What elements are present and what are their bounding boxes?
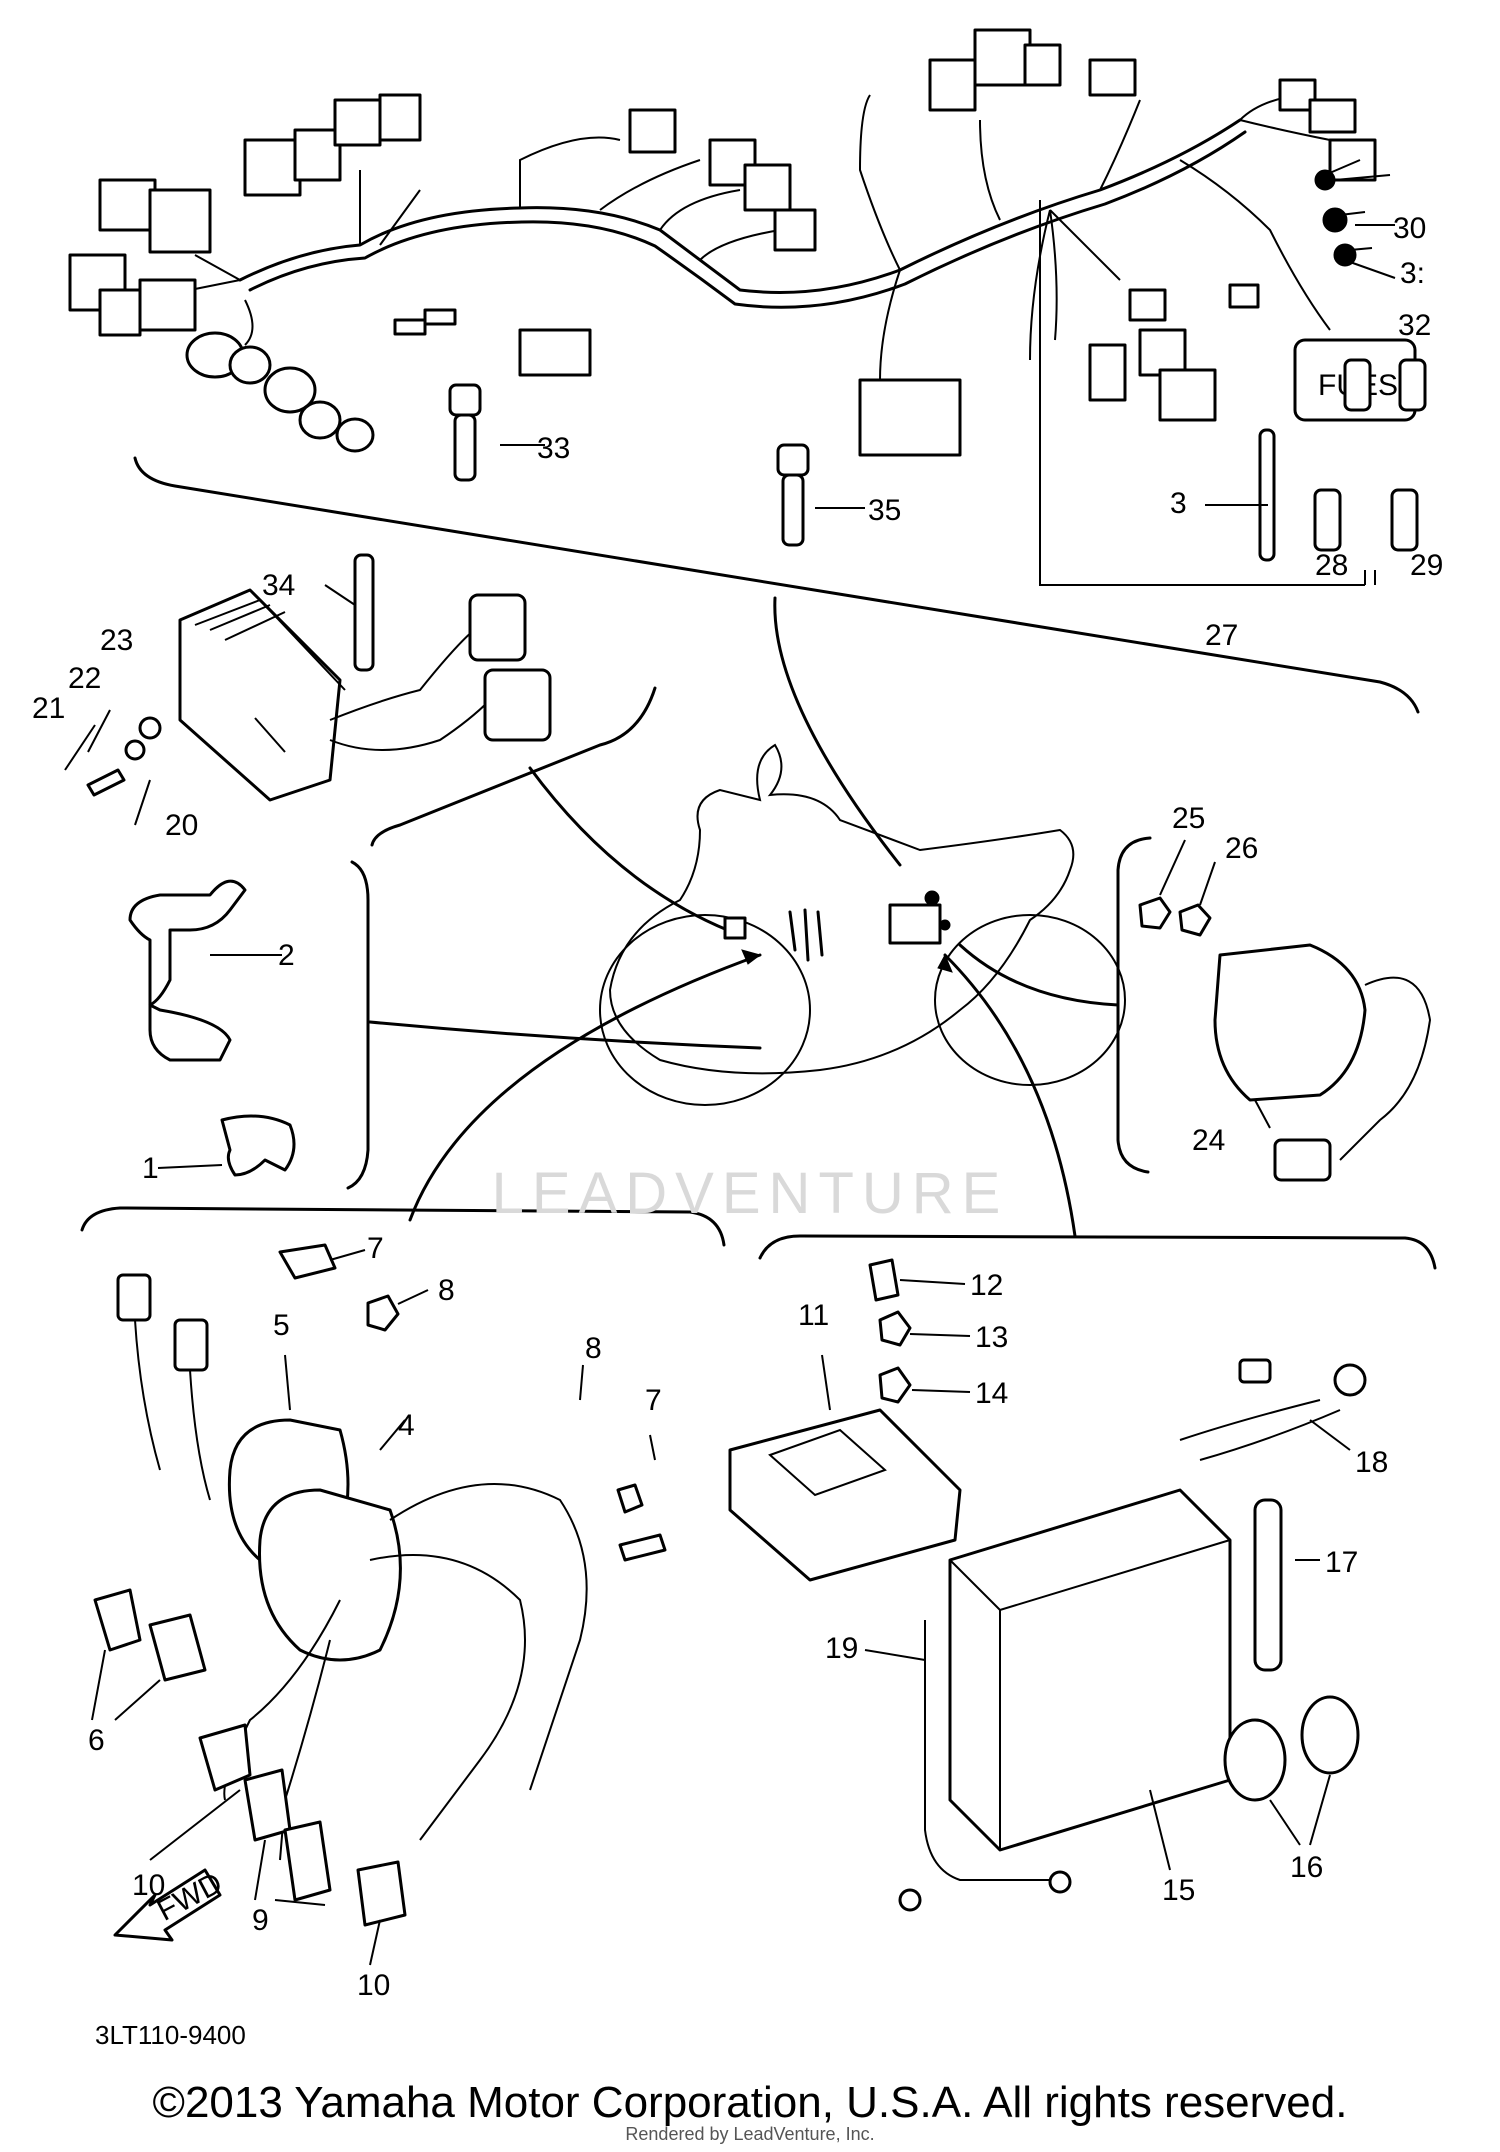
- rectifier-regulator: [86, 553, 552, 802]
- left-parts: [128, 879, 296, 1177]
- callout-28: 28: [1315, 549, 1348, 582]
- left-group-bracket: [346, 860, 370, 1190]
- starter-relay: [1138, 896, 1432, 1182]
- callout-35: 35: [868, 494, 901, 527]
- callout-29: 29: [1410, 549, 1443, 582]
- rendered-by-notice: Rendered by LeadVenture, Inc.: [625, 2124, 875, 2144]
- callout-23: 23: [100, 624, 133, 657]
- callout-32: 32: [1398, 309, 1431, 342]
- callout-10-b: 10: [357, 1969, 390, 2002]
- callout-4: 4: [398, 1409, 415, 1442]
- coil-group-bracket: [80, 1206, 726, 1247]
- callout-7-a: 7: [367, 1232, 384, 1265]
- callout-22: 22: [68, 662, 101, 695]
- right-group-bracket: [1116, 836, 1152, 1174]
- callout-11: 11: [798, 1299, 829, 1332]
- wire-harness: FUES: [68, 28, 1427, 586]
- callout-12: 12: [970, 1269, 1003, 1302]
- callout-33: 33: [537, 432, 570, 465]
- callout-numbers: 1 2 3 4 5 6 7 7 8 8 9 10 10 11 12 13 14 …: [32, 212, 1443, 2002]
- callout-34: 34: [262, 569, 295, 602]
- callout-16: 16: [1290, 1851, 1323, 1884]
- callout-30: 30: [1393, 212, 1426, 245]
- callout-14: 14: [975, 1377, 1008, 1410]
- watermark-text: LEADVENTURE: [491, 1161, 1009, 1226]
- callout-7-b: 7: [645, 1384, 662, 1417]
- harness-group-bracket: [133, 456, 1420, 714]
- callout-9: 9: [252, 1904, 269, 1937]
- callout-18: 18: [1355, 1446, 1388, 1479]
- ignition-coils: [93, 1243, 667, 1927]
- callout-24: 24: [1192, 1124, 1225, 1157]
- callout-21: 21: [32, 692, 65, 725]
- callout-3: 3: [1170, 487, 1187, 520]
- callout-10-a: 10: [132, 1869, 165, 1902]
- callout-27: 27: [1205, 619, 1238, 652]
- callout-8-b: 8: [585, 1332, 602, 1365]
- callout-31: 3:: [1400, 257, 1425, 290]
- callout-17: 17: [1325, 1546, 1358, 1579]
- callout-1: 1: [142, 1152, 159, 1185]
- callout-25: 25: [1172, 802, 1205, 835]
- rectifier-group-bracket: [370, 686, 657, 847]
- battery-group-bracket: [758, 1234, 1437, 1270]
- callout-15: 15: [1162, 1874, 1195, 1907]
- leader-lines: [64, 174, 1396, 1966]
- callout-8-a: 8: [438, 1274, 455, 1307]
- callout-20: 20: [165, 809, 198, 842]
- callout-13: 13: [975, 1321, 1008, 1354]
- cdi-unit: [728, 1258, 962, 1582]
- diagram-code: 3LT110-9400: [95, 2020, 246, 2050]
- battery: [898, 1358, 1367, 1912]
- copyright-notice: ©2013 Yamaha Motor Corporation, U.S.A. A…: [152, 2078, 1348, 2127]
- motorcycle-locator-sketch: [599, 743, 1126, 1106]
- callout-19: 19: [825, 1632, 858, 1665]
- callout-5: 5: [273, 1309, 290, 1342]
- callout-26: 26: [1225, 832, 1258, 865]
- callout-2: 2: [278, 939, 295, 972]
- callout-6: 6: [88, 1724, 105, 1757]
